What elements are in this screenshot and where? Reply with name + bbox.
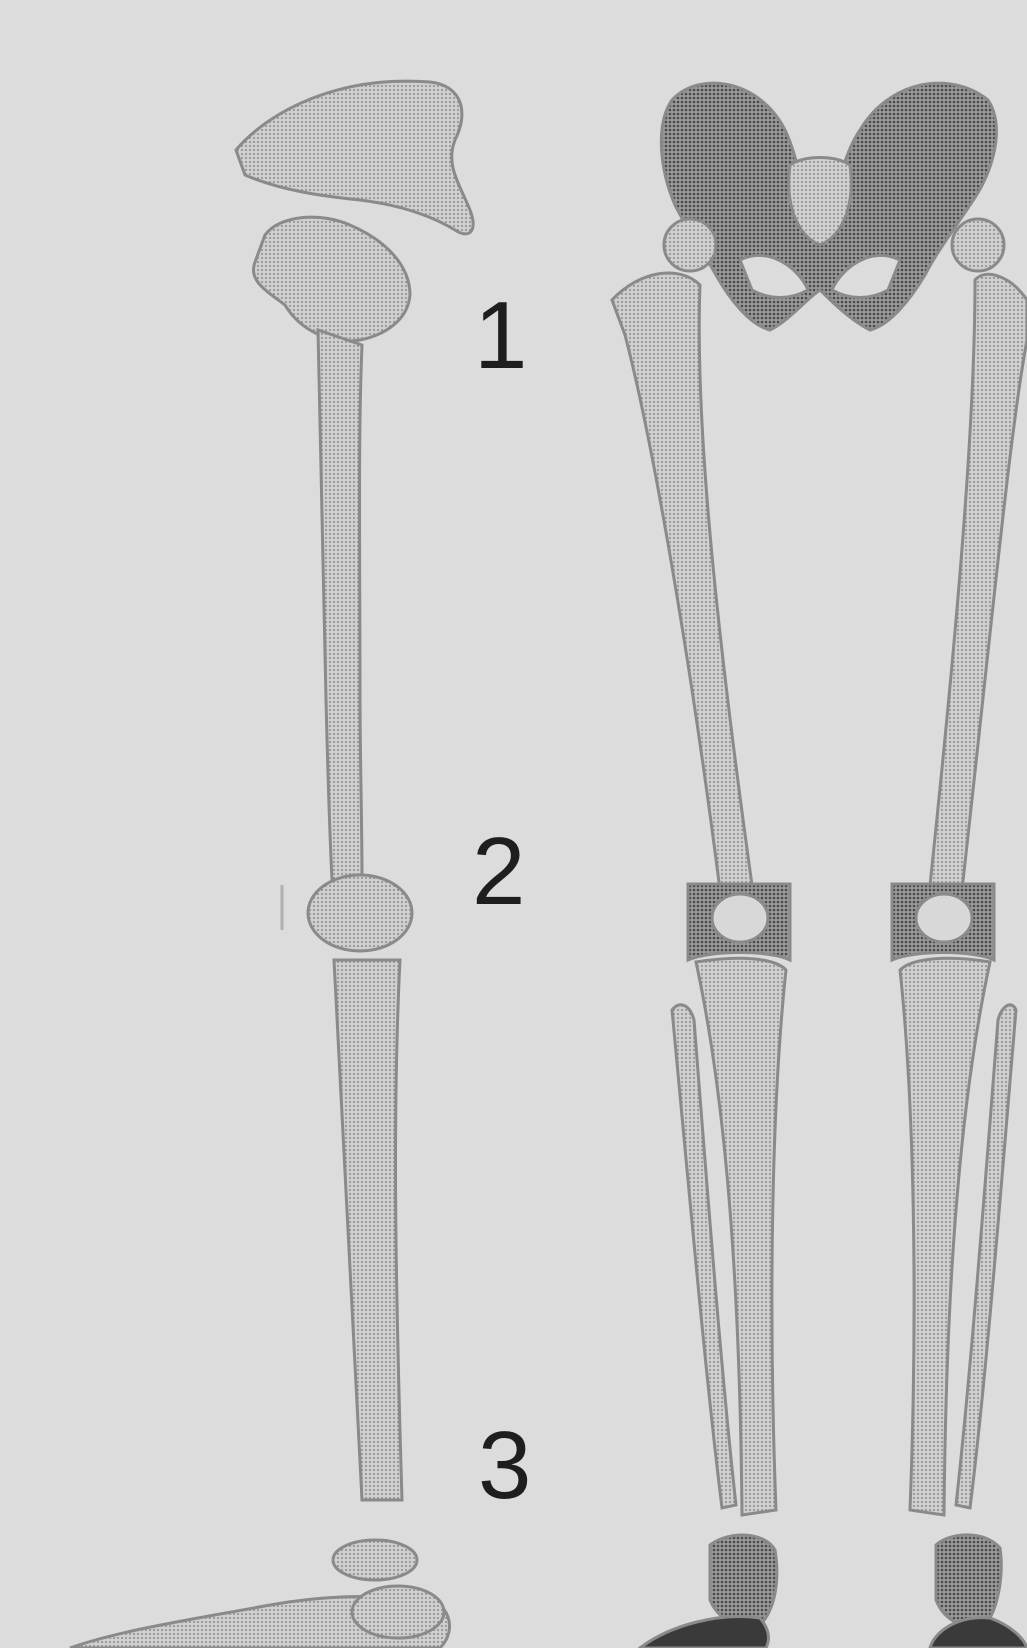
joint-label-ankle: 3 bbox=[478, 1418, 531, 1514]
side-view-leg bbox=[70, 81, 473, 1648]
side-view-pelvis bbox=[236, 81, 473, 234]
side-view-hip-joint bbox=[253, 217, 410, 341]
joint-label-hip: 1 bbox=[474, 288, 527, 384]
side-view-femur bbox=[318, 330, 362, 880]
front-view-pelvis bbox=[661, 83, 996, 330]
front-view-skeleton bbox=[612, 83, 1027, 1648]
front-view-right-foot bbox=[930, 1618, 1027, 1648]
joint-label-knee: 2 bbox=[472, 824, 525, 920]
front-view-left-hip-joint bbox=[664, 219, 716, 271]
front-view-left-femur bbox=[612, 273, 752, 890]
front-view-right-femur bbox=[930, 274, 1027, 890]
side-view-ankle bbox=[333, 1540, 417, 1580]
front-view-right-hip-joint bbox=[952, 219, 1004, 271]
front-view-right-ankle bbox=[936, 1535, 1001, 1626]
front-view-left-foot bbox=[640, 1617, 768, 1648]
side-view-tibia bbox=[334, 960, 402, 1500]
front-view-left-ankle bbox=[710, 1535, 777, 1626]
side-view-knee bbox=[308, 875, 412, 951]
